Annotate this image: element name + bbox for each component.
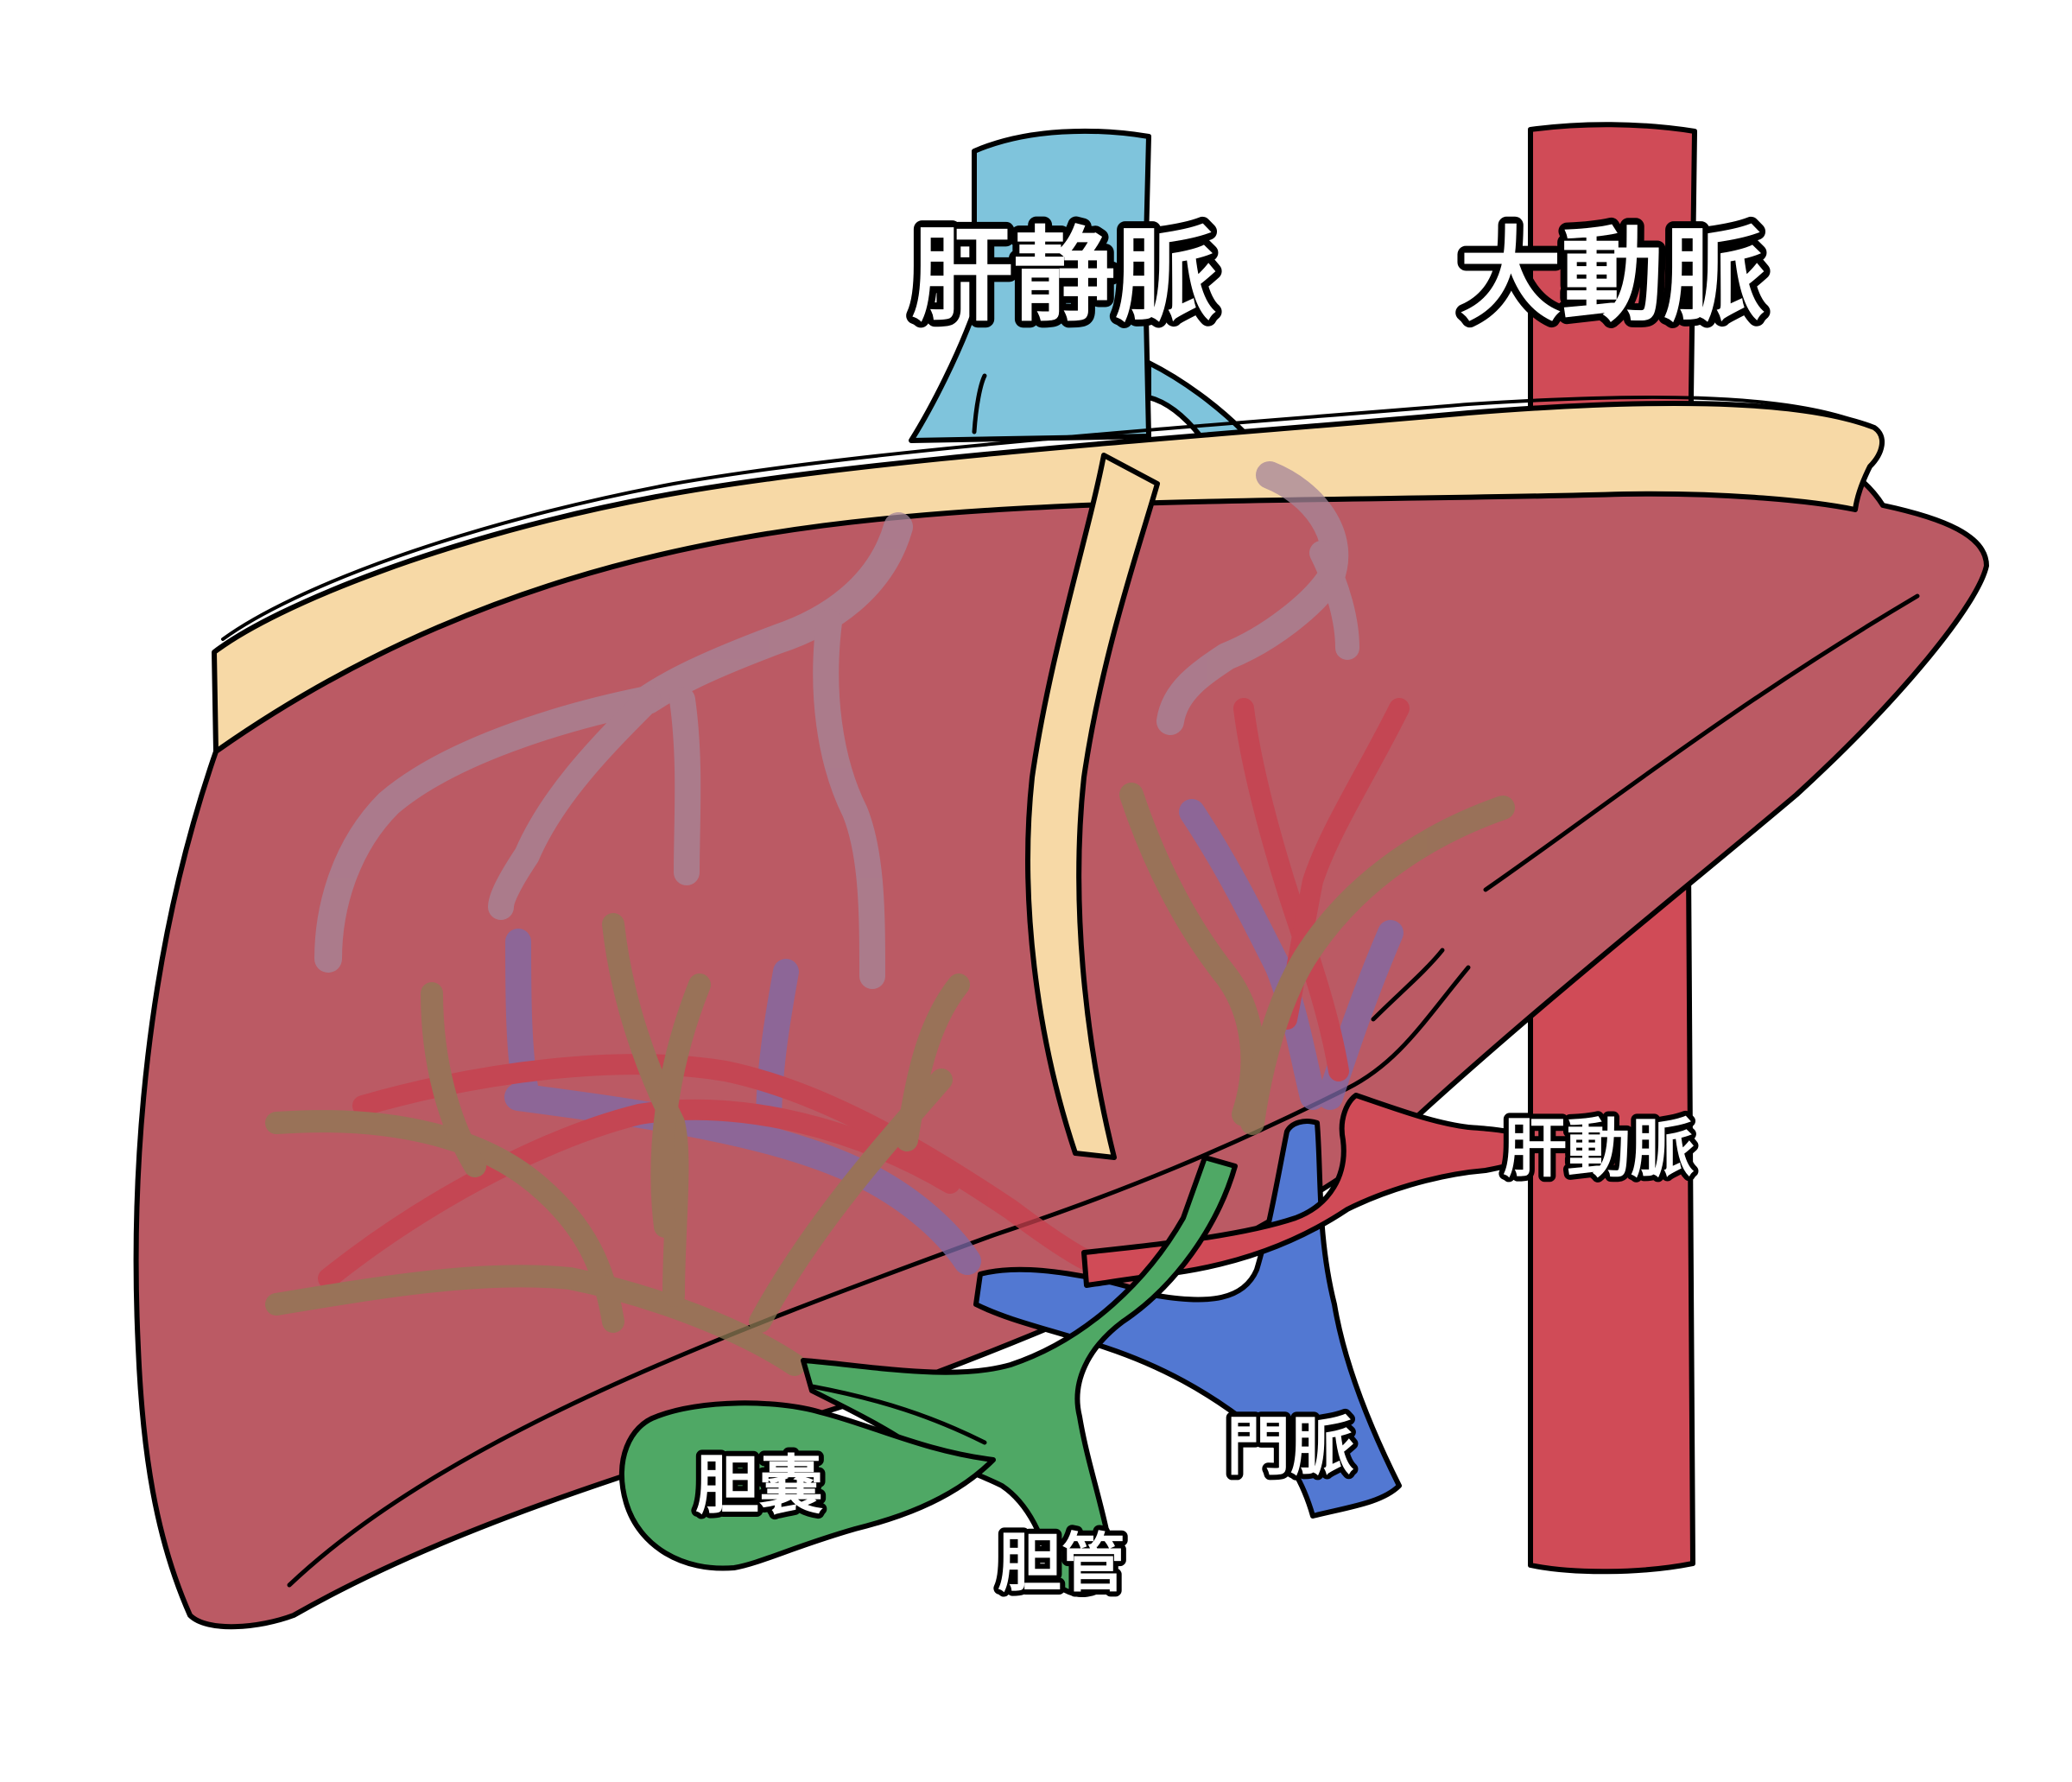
- label-bile-duct: 胆管: [998, 1526, 1125, 1601]
- hepatic-vein-trunk: [909, 128, 1151, 443]
- liver-contour-line-right: [1483, 593, 1920, 892]
- hepatic-vein-branch-line: [972, 373, 987, 434]
- pv-branch-4: [1179, 799, 1326, 1110]
- hepatic-artery-main: [1081, 1093, 1536, 1288]
- hv-branch-6: [1156, 461, 1349, 735]
- bile-duct-branches: [265, 783, 1515, 1376]
- intrahepatic-vessels: [265, 461, 1515, 1376]
- label-portal-vein: 門脈: [1226, 1410, 1354, 1484]
- bd-branch-1: [265, 1110, 624, 1333]
- hv-branch-2: [314, 686, 662, 973]
- liver-contour-line-mid: [1371, 948, 1445, 1022]
- falciform-ligament: [1025, 453, 1160, 1160]
- hepatic-artery-branches: [318, 698, 1410, 1289]
- bd-branch-3: [265, 1265, 806, 1376]
- coronary-ligament-inner-line: [221, 395, 1859, 641]
- label-hepatic-artery: 肝動脈: [1503, 1112, 1695, 1186]
- hv-branch-3: [488, 687, 661, 920]
- pv-branch-2: [756, 959, 799, 1136]
- label-hepatic-vein: 肝静脈: [911, 216, 1217, 335]
- hv-branch-7: [1309, 541, 1359, 660]
- cystic-duct-line: [809, 1384, 987, 1445]
- bd-branch-9: [1240, 796, 1515, 1135]
- hv-branch-4: [669, 687, 701, 885]
- biliary-tree: [618, 1155, 1238, 1597]
- hepatic-vein-branches: [314, 461, 1359, 989]
- bd-branch-2: [421, 982, 486, 1177]
- hepatic-artery: [1081, 1093, 1536, 1288]
- common-bile-duct: [801, 1155, 1238, 1597]
- bd-branch-7: [896, 973, 970, 1151]
- hv-branch-5: [813, 609, 885, 989]
- label-aorta: 大動脈: [1460, 216, 1765, 335]
- ha-branch-3: [1233, 698, 1349, 1081]
- gallbladder: [618, 1400, 996, 1571]
- hepatic-vein: [909, 128, 1246, 443]
- ha-branch-2: [318, 1099, 960, 1289]
- labels: 肝静脈 大動脈 肝動脈 門脈 胆嚢 胆管: [690, 209, 1772, 1606]
- liver-contour-line-lower: [287, 965, 1471, 1588]
- label-gallbladder: 胆嚢: [695, 1449, 823, 1523]
- ha-branch-1: [352, 1054, 1099, 1271]
- hv-branch-1: [633, 512, 913, 714]
- bd-branch-5: [650, 973, 711, 1238]
